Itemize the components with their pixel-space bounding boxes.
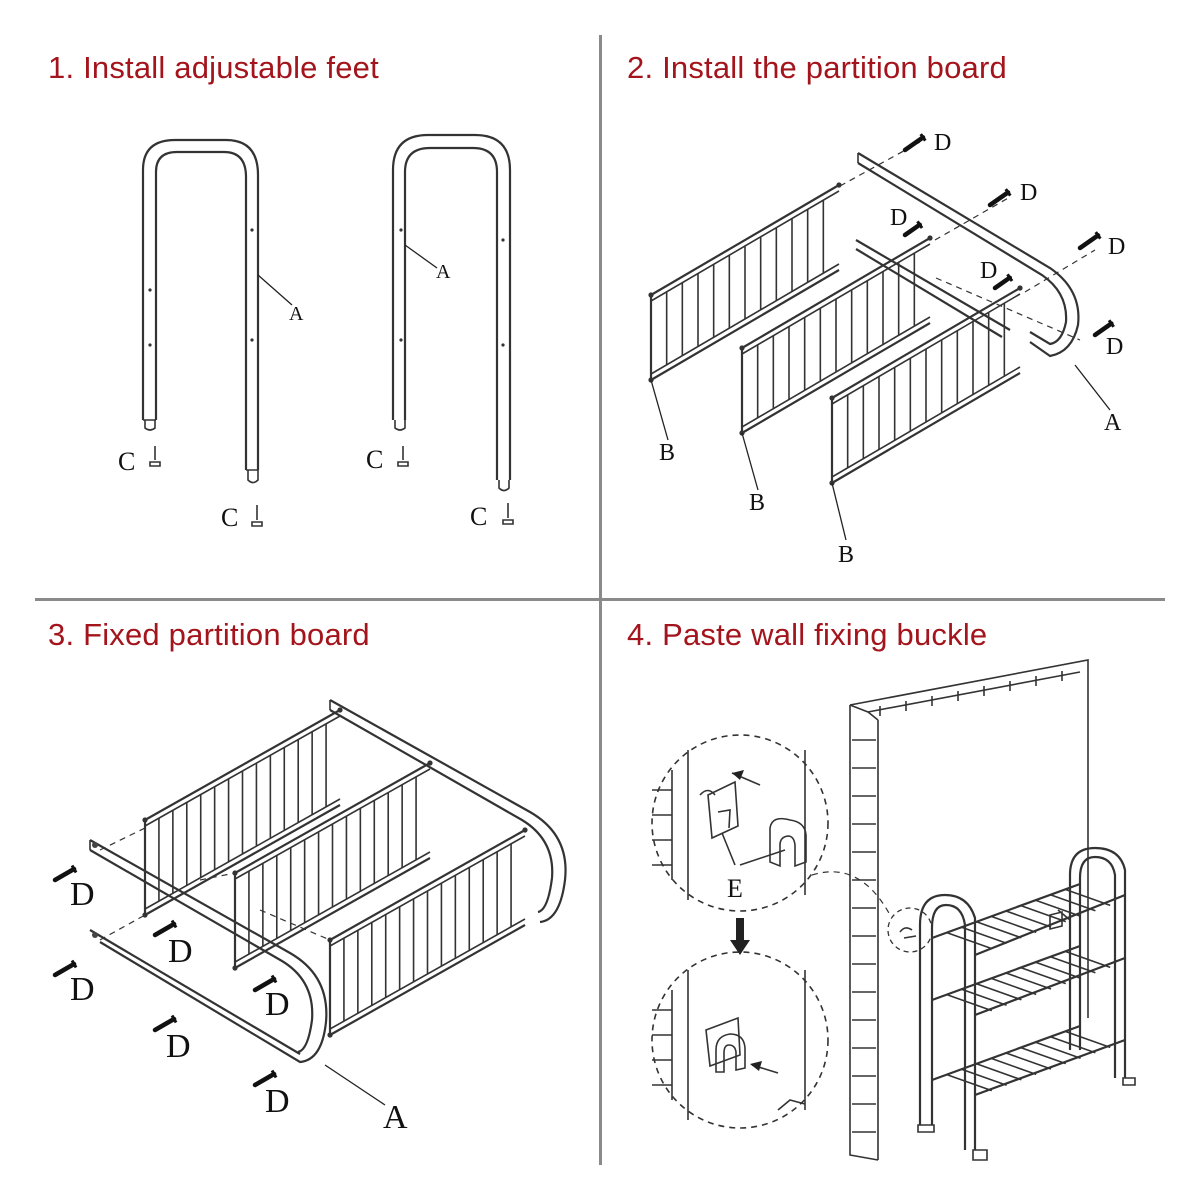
detail-connector bbox=[811, 871, 891, 916]
label-d: D bbox=[890, 205, 907, 231]
screw bbox=[52, 959, 78, 978]
label-a: A bbox=[383, 1099, 408, 1136]
screw bbox=[252, 974, 278, 993]
label-d: D bbox=[70, 971, 95, 1008]
label-e: E bbox=[727, 874, 743, 903]
label-c: C bbox=[221, 503, 238, 532]
screw bbox=[992, 273, 1014, 291]
rack-buckle bbox=[1049, 909, 1071, 931]
screw bbox=[52, 864, 78, 883]
arrow-down bbox=[730, 918, 750, 955]
step-3-diagram: A D D D D D D bbox=[52, 699, 567, 1136]
frame-a-left bbox=[141, 138, 260, 484]
partition-boards bbox=[99, 707, 528, 1038]
partition-board bbox=[327, 827, 528, 1038]
label-b: B bbox=[749, 490, 765, 516]
wall-in-detail-bottom bbox=[652, 970, 806, 1120]
label-a: A bbox=[289, 303, 304, 325]
step-1-diagram: A A C C C C bbox=[118, 133, 514, 532]
partition-board bbox=[232, 760, 433, 971]
label-d: D bbox=[166, 1028, 191, 1065]
screw bbox=[902, 133, 927, 153]
step-2-diagram: B B B A D D D D D D bbox=[648, 130, 1125, 568]
label-b: B bbox=[838, 542, 854, 568]
label-d: D bbox=[934, 130, 951, 156]
screws bbox=[52, 864, 278, 1088]
screw bbox=[1092, 319, 1115, 338]
screws bbox=[902, 133, 1115, 338]
screw bbox=[252, 1069, 278, 1088]
detail-circle-bottom bbox=[651, 951, 829, 1129]
frame-a-right bbox=[391, 133, 512, 492]
label-c: C bbox=[470, 502, 487, 531]
buckle-clip bbox=[769, 817, 807, 868]
step-4-title: 4. Paste wall fixing buckle bbox=[627, 617, 988, 652]
adjustable-foot bbox=[149, 446, 514, 527]
label-d: D bbox=[168, 933, 193, 970]
step-3-title: 3. Fixed partition board bbox=[48, 617, 370, 652]
wall-in-detail-top bbox=[652, 750, 806, 900]
label-d: D bbox=[980, 258, 997, 284]
buckle-plate bbox=[699, 780, 739, 840]
detail-marker bbox=[887, 907, 933, 953]
frame-a-top bbox=[329, 699, 567, 924]
label-c: C bbox=[366, 445, 383, 474]
label-a: A bbox=[436, 261, 451, 283]
label-d: D bbox=[1106, 334, 1123, 360]
shelf-slats bbox=[946, 888, 1111, 1092]
label-d: D bbox=[70, 876, 95, 913]
screw bbox=[152, 1014, 178, 1033]
screw bbox=[1077, 231, 1102, 251]
label-d: D bbox=[1108, 234, 1125, 260]
wall-bricks bbox=[852, 671, 1063, 1133]
label-c: C bbox=[118, 447, 135, 476]
label-a: A bbox=[1104, 410, 1122, 436]
detail-circle-top bbox=[651, 734, 829, 912]
frame-a-bottom bbox=[89, 839, 328, 1064]
step-1-title: 1. Install adjustable feet bbox=[48, 50, 379, 85]
label-d: D bbox=[1020, 180, 1037, 206]
label-d: D bbox=[265, 986, 290, 1023]
label-b: B bbox=[659, 440, 675, 466]
partition-board bbox=[142, 707, 343, 918]
wall bbox=[849, 659, 1089, 1161]
screw bbox=[987, 188, 1012, 208]
label-d: D bbox=[265, 1083, 290, 1120]
step-2-title: 2. Install the partition board bbox=[627, 50, 1007, 85]
partition-board bbox=[648, 182, 842, 383]
screw bbox=[152, 919, 178, 938]
screw bbox=[902, 220, 924, 238]
shoe-rack bbox=[917, 846, 1136, 1161]
partition-board bbox=[739, 235, 933, 436]
assembled-buckle bbox=[705, 1016, 746, 1073]
horizontal-divider bbox=[35, 598, 1165, 601]
